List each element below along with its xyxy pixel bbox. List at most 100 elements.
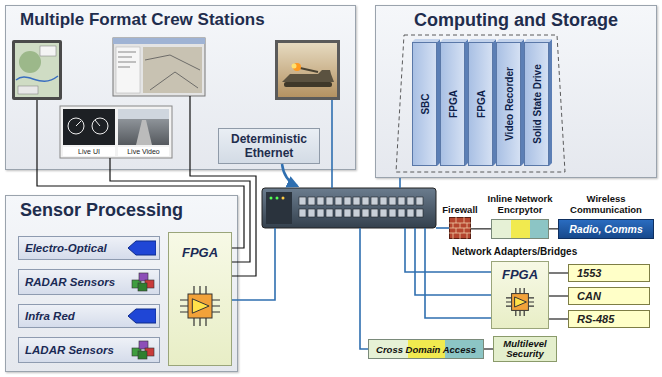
- chip-icon: [180, 286, 220, 326]
- crew-display: [60, 106, 172, 158]
- panel-title: Multiple Format Crew Stations: [6, 6, 355, 30]
- box-label: Multilevel Security: [497, 339, 553, 360]
- storage-card-face: [493, 39, 496, 166]
- storage-card-face: [524, 39, 552, 42]
- radar-cubes-icon: [138, 283, 147, 291]
- ethernet-cable: [399, 178, 401, 188]
- video-cable: [37, 96, 256, 276]
- connector: [549, 295, 568, 296]
- tank-photo: [300, 68, 318, 72]
- box-label: CAN: [577, 290, 601, 302]
- network-switch: [298, 196, 424, 220]
- map-screen: [40, 46, 56, 56]
- chip-icon: [506, 288, 534, 316]
- connector: [549, 272, 568, 273]
- tank-photo: [275, 40, 340, 100]
- tank-photo: [282, 70, 334, 82]
- crew-display: [136, 120, 152, 145]
- storage-card-face: [549, 39, 552, 166]
- crew-display: [92, 118, 108, 134]
- video-cable: [37, 100, 244, 248]
- tank-photo: [278, 43, 337, 97]
- crew-display: [63, 109, 115, 145]
- crew-display: [118, 109, 169, 145]
- heading: Firewall: [440, 204, 480, 215]
- screen-caption: Live Video: [118, 147, 169, 156]
- storage-card-face: [496, 39, 524, 42]
- chip-icon: [506, 288, 534, 316]
- map-window: [116, 47, 140, 93]
- bus-box: RS-485: [568, 310, 650, 328]
- sensor-box: Infra Red: [18, 304, 160, 328]
- map-window: [113, 38, 205, 96]
- radio-box: Radio, Comms: [558, 219, 654, 239]
- card-label: SBC: [419, 93, 430, 114]
- panel-title: Computing and Storage: [376, 6, 656, 31]
- screen-caption: Live UI: [63, 147, 115, 156]
- network-switch: [270, 197, 273, 200]
- box-label: Radio, Comms: [569, 223, 643, 235]
- network-switch: [282, 197, 285, 200]
- map-screen: [12, 40, 62, 100]
- bus-box: 1553: [568, 264, 650, 282]
- heading: Wireless Communication: [558, 194, 654, 216]
- map-screen: [19, 51, 41, 73]
- tank-photo: [275, 40, 340, 100]
- panel-title: Sensor Processing: [6, 196, 237, 221]
- ethernet-cable: [425, 228, 491, 318]
- connector: [484, 348, 493, 349]
- firewall: Firewall: [440, 204, 480, 239]
- storage-card-face: [437, 39, 440, 166]
- sensor-box: LADAR Sensors: [18, 337, 160, 363]
- ethernet-cable: [331, 100, 333, 188]
- connector: [471, 228, 491, 229]
- crew-display: [60, 106, 172, 158]
- video-cable: [190, 96, 256, 276]
- panel: Computing and StorageSBCFPGAFPGAVideo Re…: [375, 5, 657, 178]
- bus-box: CAN: [568, 287, 650, 305]
- sensor-box: RADAR Sensors: [18, 269, 160, 295]
- fpga-box: FPGA: [491, 261, 549, 329]
- radar-cubes-icon: [130, 340, 156, 360]
- chip-icon: [180, 286, 220, 326]
- camera-icon: [128, 241, 156, 255]
- chip-icon: [192, 299, 209, 313]
- group-label: Network Adapters/Bridges: [452, 246, 577, 257]
- box-label: Cross Domain Access: [376, 344, 476, 355]
- network-switch: [276, 197, 279, 200]
- network-unit: Wireless CommunicationRadio, Comms: [558, 194, 654, 239]
- storage-card-face: [412, 39, 440, 42]
- video-cable: [110, 158, 250, 262]
- fpga-label: FPGA: [492, 267, 548, 282]
- chip-icon: [512, 294, 529, 311]
- card-label: FPGA: [475, 90, 486, 118]
- tank-photo: [284, 82, 332, 87]
- camera-icon: [128, 308, 156, 324]
- map-screen: [16, 76, 58, 81]
- camera-icon: [128, 309, 156, 323]
- ethernet-cable: [232, 228, 275, 300]
- storage-card: SBC: [412, 42, 437, 166]
- map-window: [145, 55, 200, 90]
- chip-icon: [515, 297, 527, 307]
- network-switch: [262, 188, 436, 228]
- network-unit: Inline Network Encrpytor: [480, 194, 560, 239]
- box-label: 1553: [577, 267, 601, 279]
- card-label: Solid State Drive: [531, 64, 542, 143]
- sensor-label: Infra Red: [25, 310, 75, 322]
- box-label: RS-485: [577, 313, 614, 325]
- chip-icon: [506, 288, 534, 316]
- ethernet-cable: [360, 228, 368, 349]
- encryptor-box: [491, 219, 549, 239]
- storage-card: Solid State Drive: [524, 42, 549, 166]
- camera-icon: [128, 240, 156, 256]
- box-label: Deterministic Ethernet: [225, 132, 313, 161]
- storage-card-face: [468, 39, 496, 42]
- chip-icon: [188, 294, 212, 318]
- connector: [549, 318, 568, 319]
- map-window: [118, 52, 136, 67]
- radar-cubes-icon: [138, 351, 147, 359]
- sensor-label: Electro-Optical: [25, 242, 107, 254]
